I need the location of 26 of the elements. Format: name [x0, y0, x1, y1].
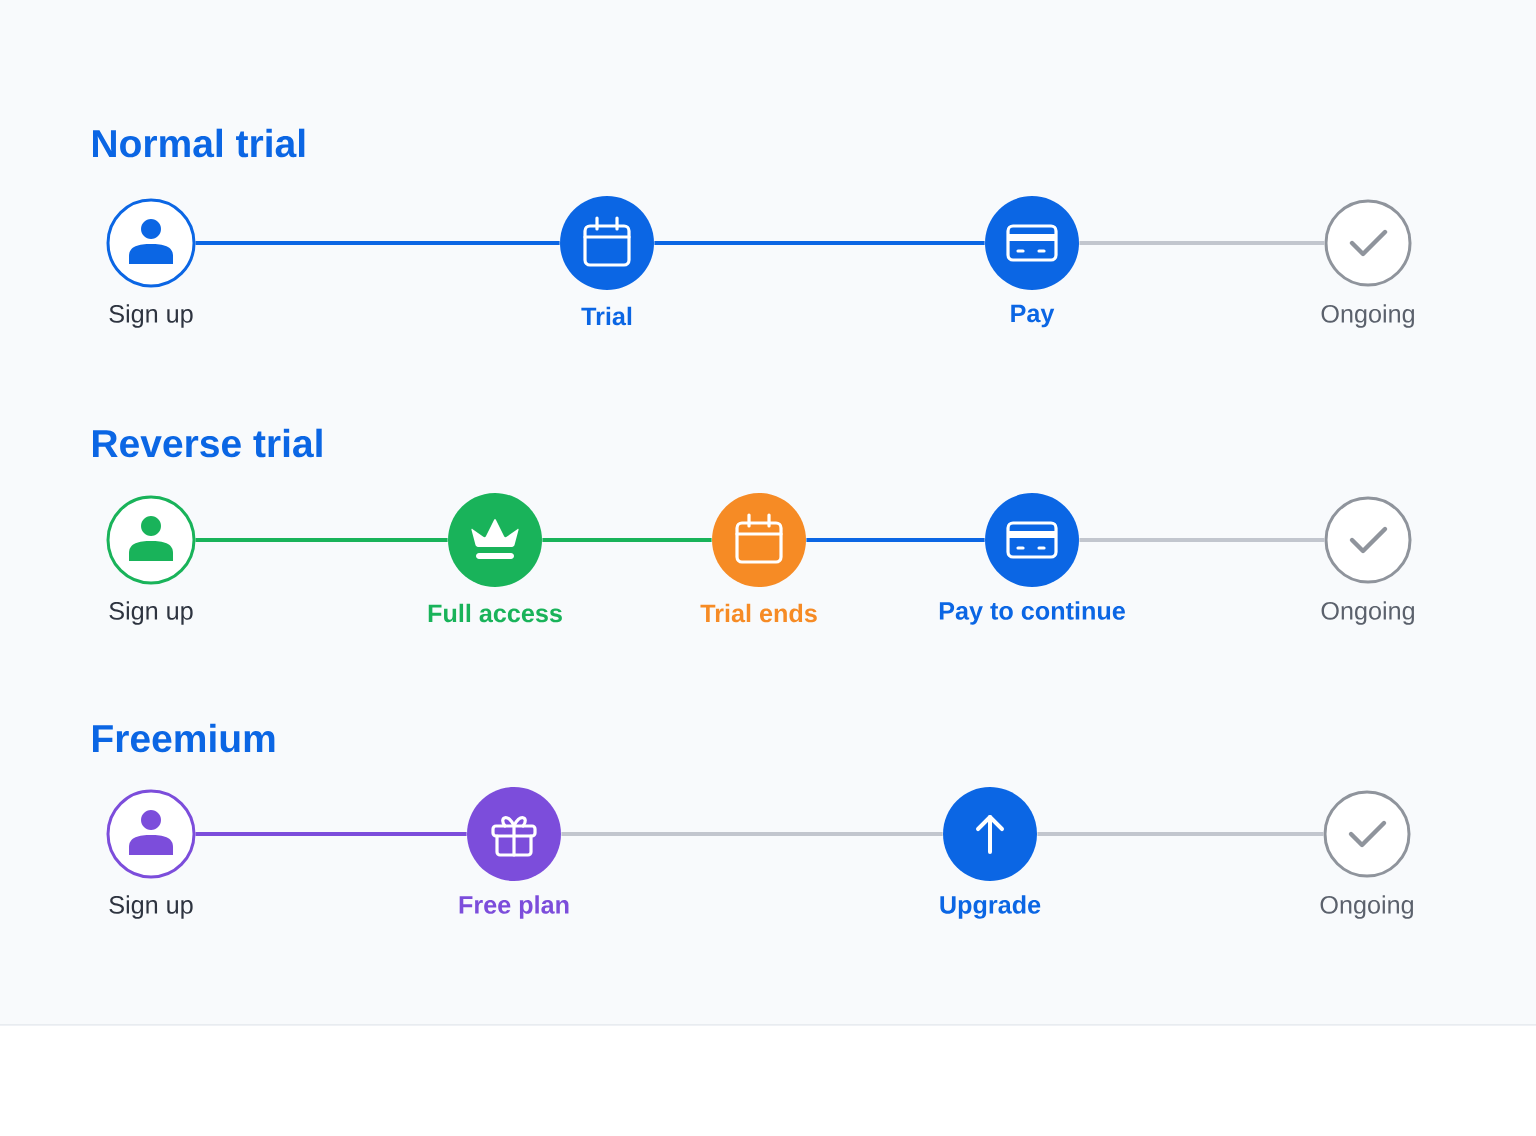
section-heading: Freemium: [93, 723, 275, 753]
connector-line: [195, 832, 467, 836]
connector-line: [806, 538, 985, 542]
connector-line: [542, 538, 712, 542]
step-label: Sign up: [109, 895, 193, 919]
step-label: Sign up: [109, 601, 193, 625]
connector-line: [1079, 538, 1325, 542]
step-label: Full access: [428, 603, 562, 623]
step-label: Ongoing: [1321, 601, 1414, 625]
connector-line: [1079, 241, 1325, 245]
connector-line: [1037, 832, 1324, 836]
connector-line: [195, 538, 448, 542]
step-label: Free plan: [459, 895, 569, 919]
connector-line: [561, 832, 943, 836]
step-label: Pay: [1011, 304, 1055, 328]
step-label: Trial ends: [700, 603, 817, 623]
section-heading: Reverse trial: [93, 428, 322, 458]
step-label: Sign up: [109, 304, 193, 328]
connector-line: [195, 241, 560, 245]
section-heading: Normal trial: [93, 128, 305, 158]
step-label: Pay to continue: [939, 601, 1125, 625]
step-label: Upgrade: [940, 895, 1041, 919]
step-label: Ongoing: [1321, 304, 1414, 328]
step-label: Ongoing: [1320, 895, 1413, 919]
step-label: Trial: [581, 306, 632, 326]
connector-line: [654, 241, 985, 245]
